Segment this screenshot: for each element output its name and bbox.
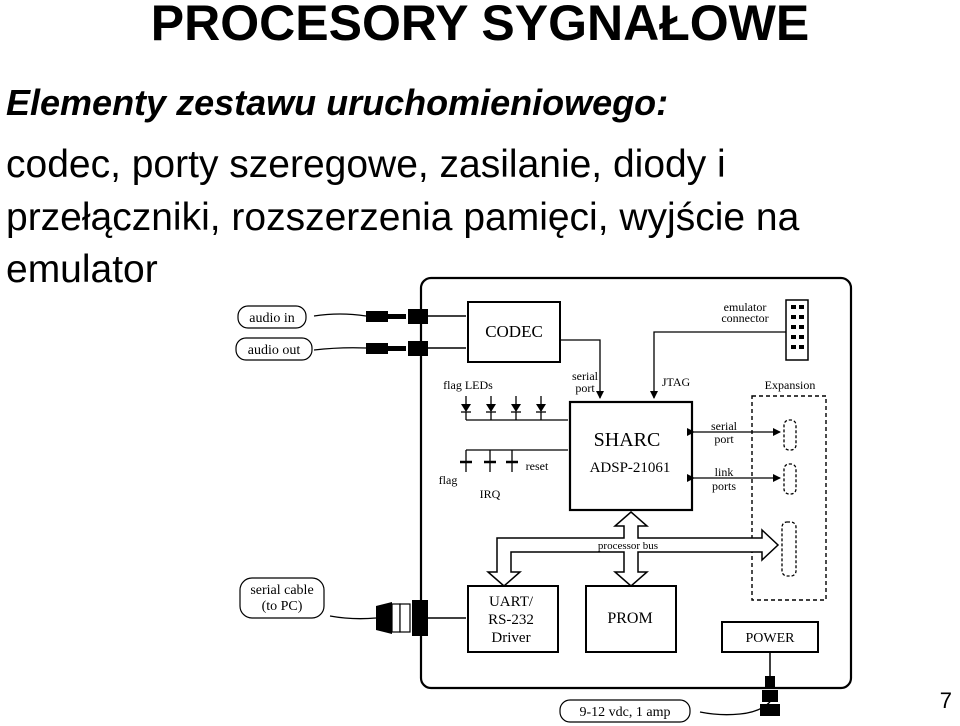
expansion-box (751, 395, 827, 601)
emulator-connector-label-1: emulator (724, 300, 767, 314)
irq-label: IRQ (480, 487, 501, 501)
power-box (721, 621, 819, 653)
codec-serial-link (560, 339, 604, 399)
power-supply-label-box (559, 699, 691, 723)
flag-switch (460, 450, 472, 472)
expansion-label: Expansion (765, 378, 816, 392)
body-line-1: codec, porty szeregowe, zasilanie, diody… (6, 143, 726, 186)
uart-box (467, 585, 559, 653)
reset-label: reset (526, 459, 549, 473)
emulator-connector (785, 299, 809, 361)
serial-port-top-label-2: port (575, 381, 595, 395)
audio-in-label-box (237, 305, 307, 329)
slide-title: PROCESORY SYGNAŁOWE (150, 0, 810, 51)
serial-cable-plug (329, 600, 466, 636)
power-label: POWER (746, 631, 796, 646)
processor-bus (486, 511, 780, 587)
power-supply-label: 9-12 vdc, 1 amp (580, 705, 671, 720)
processor-bus-label: processor bus (598, 540, 658, 552)
jtag-label: JTAG (662, 375, 691, 389)
uart-label-3: Driver (491, 630, 530, 646)
codec-box (467, 301, 561, 363)
irq-switch (484, 450, 496, 472)
flag-leds-label: flag LEDs (443, 378, 493, 392)
serial-cable-label-box (239, 577, 325, 619)
uart-label-2: RS-232 (488, 612, 534, 628)
audio-in-plug (313, 309, 466, 324)
emulator-connector-label-2: connector (721, 311, 768, 325)
expansion-connector-3 (781, 521, 797, 577)
serial-cable-label-2: (to PC) (262, 599, 303, 614)
audio-in-label: audio in (249, 311, 295, 326)
reset-switch (506, 450, 518, 472)
audio-out-label-box (235, 337, 313, 361)
sharc-label: SHARC (594, 429, 661, 451)
serial-port-top-label-1: serial (572, 369, 599, 383)
flag-leds (461, 396, 568, 421)
expansion-connector-1 (783, 419, 797, 451)
audio-out-plug (313, 341, 466, 356)
serial-cable-label-1: serial cable (250, 583, 313, 598)
slide-subtitle: Elementy zestawu uruchomieniowego: (6, 82, 669, 123)
uart-label-1: UART/ (489, 594, 534, 610)
link-ports-label-1: link (715, 465, 734, 479)
board-outline (419, 276, 853, 690)
audio-out-label: audio out (248, 343, 301, 358)
power-plug (699, 652, 780, 716)
expansion-connector-2 (783, 463, 797, 495)
sharc-box (568, 400, 694, 512)
jtag-link (650, 331, 786, 399)
body-line-3: emulator (6, 248, 158, 291)
serial-port-right-label-1: serial (711, 419, 738, 433)
link-ports-label-2: ports (712, 479, 736, 493)
serial-port-right-label-2: port (714, 432, 734, 446)
codec-label: CODEC (485, 322, 543, 341)
body-line-2: przełączniki, rozszerzenia pamięci, wyjś… (6, 196, 800, 239)
adsp-label: ADSP-21061 (590, 460, 671, 476)
page-number: 7 (939, 688, 952, 713)
prom-label: PROM (607, 610, 652, 627)
flag-label: flag (439, 473, 458, 487)
prom-box (585, 585, 677, 653)
